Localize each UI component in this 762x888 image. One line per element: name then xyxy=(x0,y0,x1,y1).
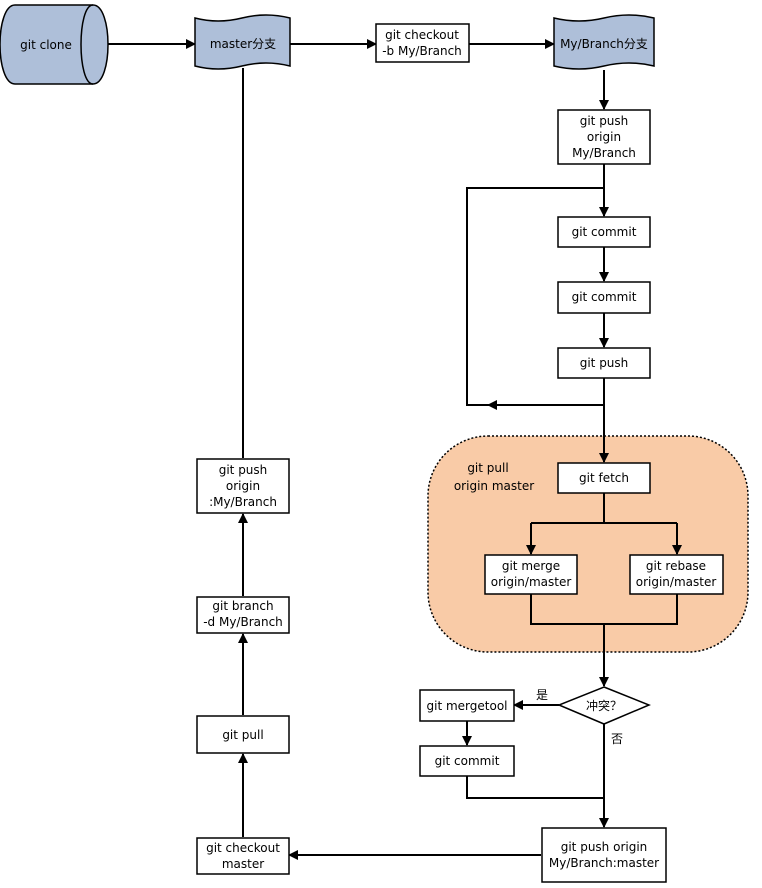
node-git-commit-1-label: git commit xyxy=(572,225,637,239)
node-git-push: git push xyxy=(557,347,651,379)
node-git-branch-d: git branch -d My/Branch xyxy=(196,596,290,634)
node-git-push-branch-master-line1: git push origin xyxy=(561,840,648,854)
node-git-mergetool-label: git mergetool xyxy=(427,699,508,713)
node-git-merge: git merge origin/master xyxy=(484,554,578,595)
node-git-push-origin-branch-line2: origin xyxy=(587,130,621,144)
node-git-push-branch-master: git push origin My/Branch:master xyxy=(541,827,667,883)
node-git-commit-2: git commit xyxy=(557,281,651,314)
node-git-push-delete-line2: origin xyxy=(226,479,260,493)
connectors xyxy=(108,39,682,860)
node-git-checkout-b-line2: -b My/Branch xyxy=(382,44,462,58)
loop-back-line xyxy=(466,187,604,406)
node-git-checkout-master-line1: git checkout xyxy=(206,841,280,855)
node-my-branch: My/Branch分支 xyxy=(553,14,655,70)
node-git-checkout-b: git checkout -b My/Branch xyxy=(375,23,470,63)
node-git-merge-line1: git merge xyxy=(502,559,560,573)
node-git-rebase-line2: origin/master xyxy=(636,575,717,589)
node-conflict-label: 冲突？ xyxy=(586,698,622,713)
node-master-branch-label: master分支 xyxy=(210,37,276,51)
node-git-commit-3: git commit xyxy=(419,745,515,777)
node-git-pull: git pull xyxy=(196,715,290,754)
node-git-rebase: git rebase origin/master xyxy=(629,554,724,595)
node-git-commit-3-label: git commit xyxy=(435,754,500,768)
node-git-commit-1: git commit xyxy=(557,216,651,248)
node-git-fetch: git fetch xyxy=(557,462,651,494)
node-git-push-branch-master-line2: My/Branch:master xyxy=(549,856,659,870)
node-git-push-origin-branch-line1: git push xyxy=(580,114,629,128)
node-git-branch-d-line2: -d My/Branch xyxy=(203,615,283,629)
line-commit3-join xyxy=(466,776,604,799)
label-no: 否 xyxy=(611,732,623,746)
node-git-push-label: git push xyxy=(580,356,629,370)
node-conflict-decision: 冲突？ xyxy=(557,686,651,725)
node-git-merge-line2: origin/master xyxy=(491,575,572,589)
node-my-branch-label: My/Branch分支 xyxy=(560,37,648,51)
node-git-checkout-b-line1: git checkout xyxy=(385,28,459,42)
node-git-branch-d-line1: git branch xyxy=(212,599,273,613)
git-pull-label-line2: origin master xyxy=(454,479,534,493)
node-git-fetch-label: git fetch xyxy=(579,471,629,485)
node-git-push-delete: git push origin :My/Branch xyxy=(196,458,290,514)
node-git-rebase-line1: git rebase xyxy=(646,559,706,573)
node-git-commit-2-label: git commit xyxy=(572,290,637,304)
node-git-pull-label: git pull xyxy=(222,728,263,742)
node-master-branch: master分支 xyxy=(194,14,291,70)
node-git-push-origin-branch-line3: My/Branch xyxy=(572,146,636,160)
node-git-push-origin-branch: git push origin My/Branch xyxy=(557,109,651,165)
label-yes: 是 xyxy=(536,688,548,702)
git-pull-label-line1: git pull xyxy=(467,461,508,475)
node-git-checkout-master-line2: master xyxy=(222,857,264,871)
node-git-clone-label: git clone xyxy=(20,38,72,52)
node-git-mergetool: git mergetool xyxy=(419,689,515,722)
node-git-push-delete-line1: git push xyxy=(219,463,268,477)
node-git-clone: git clone xyxy=(0,4,109,85)
node-git-push-delete-line3: :My/Branch xyxy=(209,495,277,509)
node-git-checkout-master: git checkout master xyxy=(196,837,290,875)
git-pull-group: git pull origin master xyxy=(427,435,749,653)
